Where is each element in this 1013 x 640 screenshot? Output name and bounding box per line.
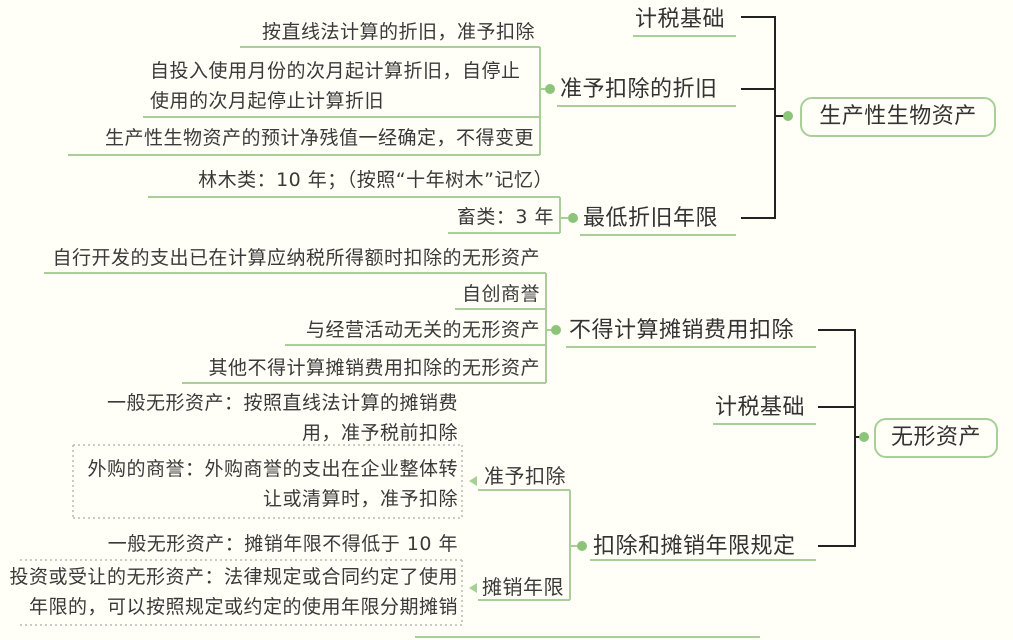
arrow-markers xyxy=(469,476,477,593)
mid-underlines xyxy=(478,35,816,601)
leaf-purchased-goodwill: 外购的商誉：外购商誉的支出在企业整体转让或清算时，准予扣除 xyxy=(87,458,458,510)
node-dots xyxy=(545,84,869,551)
root2-bracket xyxy=(818,329,864,547)
leaf-brackets-1 xyxy=(44,46,578,600)
node-tax-basis-2[interactable]: 计税基础 xyxy=(715,395,806,420)
node-not-amortizable[interactable]: 不得计算摊销费用扣除 xyxy=(569,318,795,343)
node-deductible[interactable]: 准予扣除 xyxy=(484,464,566,488)
root1-bracket xyxy=(741,16,786,219)
dotted-leaf-lines xyxy=(20,444,463,626)
node-tax-basis-1[interactable]: 计税基础 xyxy=(635,7,726,32)
leaf-straight-line: 按直线法计算的折旧，准予扣除 xyxy=(261,21,535,43)
leaf-livestock: 畜类：3 年 xyxy=(456,206,554,228)
node-amortization-years[interactable]: 摊销年限 xyxy=(482,575,564,599)
leaf-general-min-10-years: 一般无形资产：摊销年限不得低于 10 年 xyxy=(107,533,458,555)
root-node-biological-assets[interactable]: 生产性生物资产 xyxy=(800,97,996,137)
node-min-depreciation-years[interactable]: 最低折旧年限 xyxy=(583,206,719,231)
root-node-intangible-assets[interactable]: 无形资产 xyxy=(874,418,998,458)
leaf-residual-value: 生产性生物资产的预计净残值一经确定，不得变更 xyxy=(104,127,534,149)
leaf-general-intangible-deduct: 一般无形资产：按照直线法计算的摊销费用，准予税前扣除 xyxy=(106,392,458,444)
leaf-depreciation-timing: 自投入使用月份的次月起计算折旧，自停止使用的次月起停止计算折旧 xyxy=(150,60,521,112)
leaf-self-created-goodwill: 自创商誉 xyxy=(461,283,540,305)
node-deductible-depreciation[interactable]: 准予扣除的折旧 xyxy=(560,77,718,102)
node-deduction-amortization-rules[interactable]: 扣除和摊销年限规定 xyxy=(593,534,796,559)
leaf-forestry: 林木类：10 年；（按照“十年树木”记忆） xyxy=(198,169,553,191)
leaf-unrelated-assets: 与经营活动无关的无形资产 xyxy=(305,319,540,341)
leaf-other-not-amortizable: 其他不得计算摊销费用扣除的无形资产 xyxy=(208,357,540,379)
leaf-self-developed: 自行开发的支出已在计算应纳税所得额时扣除的无形资产 xyxy=(52,247,540,269)
leaf-invested-or-transferred: 投资或受让的无形资产：法律规定或合同约定了使用年限的，可以按照规定或约定的使用年… xyxy=(9,566,458,618)
